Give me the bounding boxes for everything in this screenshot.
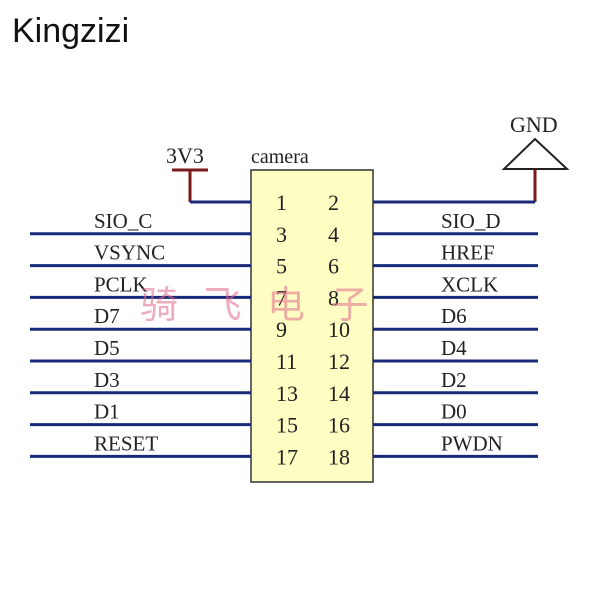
- pin-number-8: 8: [328, 285, 339, 310]
- pin-number-18: 18: [328, 444, 350, 469]
- pin-number-1: 1: [276, 190, 287, 215]
- signal-label-d4: D4: [441, 336, 467, 360]
- pin-number-5: 5: [276, 254, 287, 279]
- pin-number-9: 9: [276, 317, 287, 342]
- signal-label-vsync: VSYNC: [94, 241, 165, 265]
- pin-number-14: 14: [328, 381, 350, 406]
- pin-number-4: 4: [328, 222, 339, 247]
- signal-label-d6: D6: [441, 304, 467, 328]
- ground-triangle-icon: [501, 137, 570, 170]
- signal-label-sio_d: SIO_D: [441, 209, 501, 233]
- signal-label-d5: D5: [94, 336, 120, 360]
- pin-number-2: 2: [328, 190, 339, 215]
- signal-label-d7: D7: [94, 304, 120, 328]
- signal-label-sio_c: SIO_C: [94, 209, 152, 233]
- pin-number-10: 10: [328, 317, 350, 342]
- signal-label-xclk: XCLK: [441, 272, 498, 296]
- signal-label-pwdn: PWDN: [441, 431, 503, 455]
- ground-label: GND: [510, 112, 558, 137]
- ground-symbol: GND: [501, 112, 570, 202]
- signal-label-pclk: PCLK: [94, 272, 148, 296]
- pin-number-15: 15: [276, 413, 298, 438]
- signal-label-d3: D3: [94, 368, 120, 392]
- pin-number-17: 17: [276, 444, 298, 469]
- pin-number-7: 7: [276, 285, 287, 310]
- pin-number-12: 12: [328, 349, 350, 374]
- pin-number-16: 16: [328, 413, 350, 438]
- signal-label-d0: D0: [441, 400, 467, 424]
- signal-label-d1: D1: [94, 400, 120, 424]
- pin-number-11: 11: [276, 349, 297, 374]
- signal-label-reset: RESET: [94, 431, 158, 455]
- component-name: camera: [251, 146, 309, 168]
- connector-body: [250, 169, 374, 483]
- power-symbol-3v3: 3V3: [166, 143, 208, 202]
- pin-number-3: 3: [276, 222, 287, 247]
- signal-label-href: HREF: [441, 241, 495, 265]
- pin-number-6: 6: [328, 254, 339, 279]
- brand-logo-text: Kingzizi: [12, 12, 130, 50]
- watermark-text: 骑 飞 电 子: [140, 285, 377, 327]
- signal-label-d2: D2: [441, 368, 467, 392]
- power-label: 3V3: [166, 143, 204, 168]
- pin-number-13: 13: [276, 381, 298, 406]
